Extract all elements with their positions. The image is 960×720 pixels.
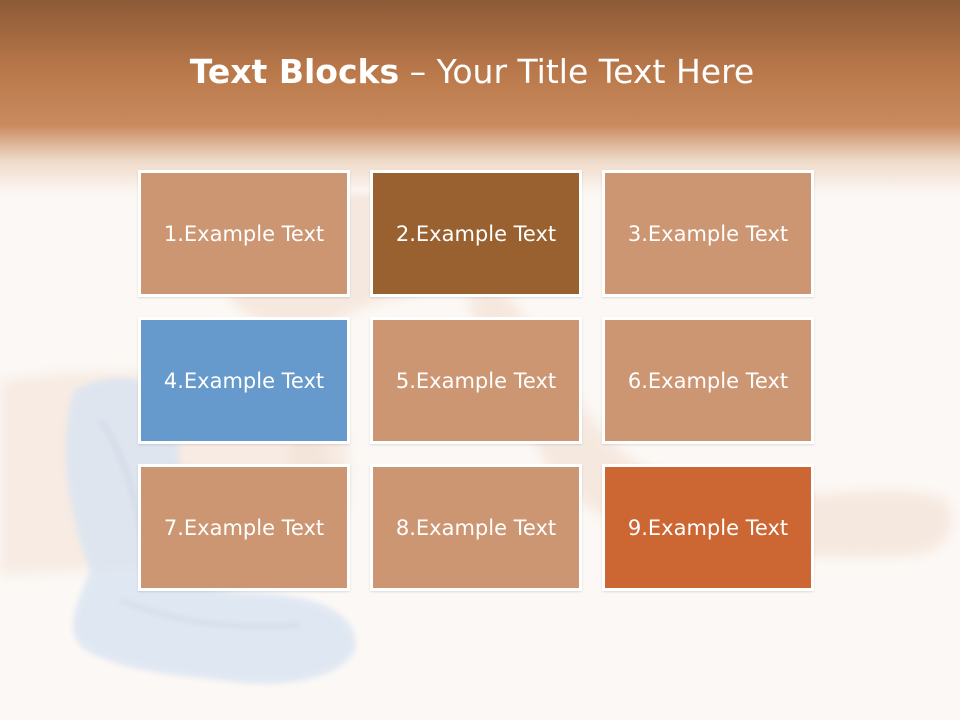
title-strong: Text Blocks: [189, 52, 400, 91]
text-block-8[interactable]: 8.Example Text: [370, 464, 582, 591]
text-block-2[interactable]: 2.Example Text: [370, 170, 582, 297]
title-rest: – Your Title Text Here: [399, 52, 755, 91]
page-title: Text Blocks – Your Title Text Here: [0, 52, 944, 91]
text-block-9[interactable]: 9.Example Text: [602, 464, 814, 591]
text-block-label: 4.Example Text: [163, 368, 325, 393]
text-block-label: 7.Example Text: [163, 515, 325, 540]
text-block-4[interactable]: 4.Example Text: [138, 317, 350, 444]
text-block-label: 8.Example Text: [395, 515, 557, 540]
text-block-7[interactable]: 7.Example Text: [138, 464, 350, 591]
text-block-label: 3.Example Text: [627, 221, 789, 246]
text-block-5[interactable]: 5.Example Text: [370, 317, 582, 444]
text-block-3[interactable]: 3.Example Text: [602, 170, 814, 297]
text-block-1[interactable]: 1.Example Text: [138, 170, 350, 297]
header-band: [0, 0, 960, 200]
text-block-6[interactable]: 6.Example Text: [602, 317, 814, 444]
text-block-label: 6.Example Text: [627, 368, 789, 393]
text-block-label: 1.Example Text: [163, 221, 325, 246]
text-block-label: 5.Example Text: [395, 368, 557, 393]
text-block-label: 9.Example Text: [627, 515, 789, 540]
text-block-grid: 1.Example Text 2.Example Text 3.Example …: [138, 170, 814, 591]
text-block-label: 2.Example Text: [395, 221, 557, 246]
